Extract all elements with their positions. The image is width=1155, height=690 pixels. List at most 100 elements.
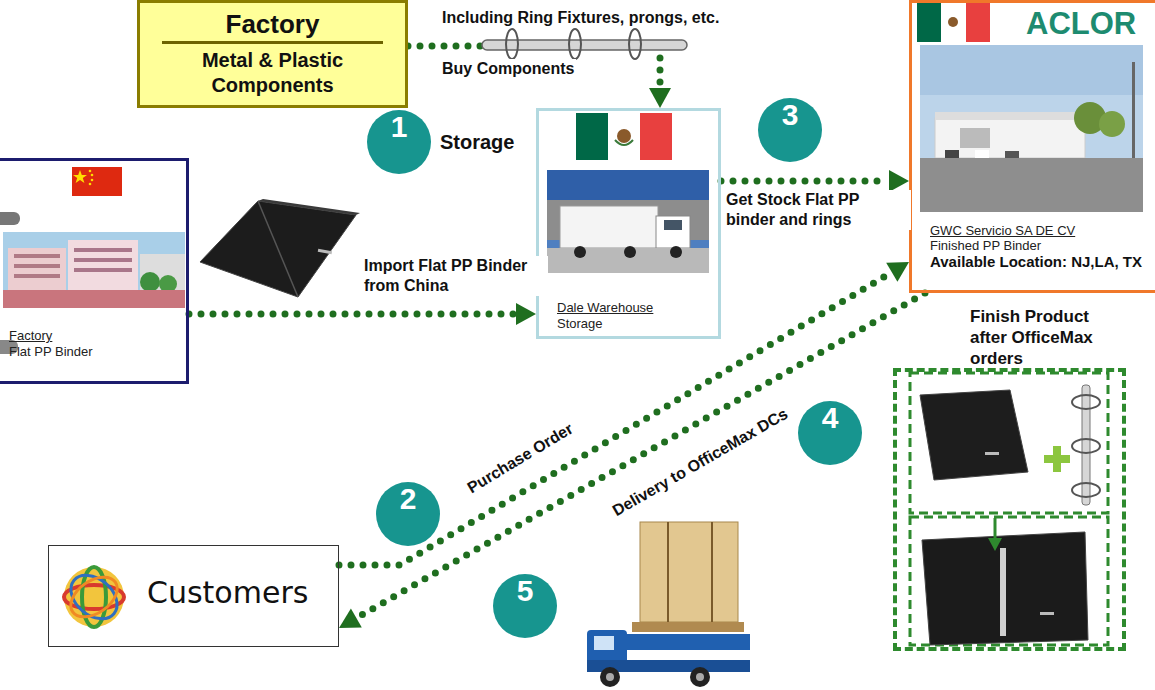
finish-illustration: [1072, 439, 1100, 453]
mexico-flag: [608, 113, 640, 160]
customers-box: Customers: [48, 545, 339, 647]
plant-photo: [935, 112, 1085, 120]
china-factory-box: FactoryFlat PP Binder: [0, 158, 189, 384]
truck-photo: [656, 216, 690, 248]
delivery-truck: [640, 522, 738, 622]
arrowhead: [516, 303, 536, 325]
flow-connector: [189, 303, 536, 325]
mexico-flag: [966, 3, 990, 42]
china-flag: [91, 174, 94, 177]
flow-connector: [339, 262, 909, 565]
factory-photo: [14, 264, 60, 268]
delivery-truck: [667, 522, 669, 622]
rubber-band-ball: [64, 569, 125, 625]
step-circle: [798, 401, 862, 465]
plant-photo: [920, 45, 1143, 212]
factory-photo: [3, 290, 185, 308]
flat-binder: [200, 201, 356, 297]
ring-fixture: [482, 29, 687, 59]
mexico-flag: [640, 113, 672, 160]
truck-photo: [624, 246, 636, 258]
plant-photo: [1005, 151, 1019, 158]
node-text: Available Location: NJ,LA, TX: [930, 253, 1142, 270]
mexico-flag: [617, 129, 631, 143]
finish-illustration: [985, 452, 999, 455]
node-text: Flat PP Binder: [9, 344, 180, 360]
step-circle: [367, 98, 862, 638]
factory-photo: [74, 258, 132, 262]
arrowhead: [649, 88, 671, 108]
china-flag: [73, 170, 87, 183]
step-circle: [367, 110, 431, 174]
china-flag: [72, 167, 122, 196]
rubber-band-ball: [63, 566, 126, 627]
finish-illustration: [988, 538, 1002, 551]
ring-fixture: [629, 29, 641, 59]
aclor-plant-box: ACLOR GWC Servicio SA DE CVFinished PP Bi…: [909, 0, 1155, 293]
truck-photo: [560, 206, 658, 248]
plant-photo: [960, 128, 990, 148]
node-text: GWC Servicio SA DE CV: [930, 223, 1148, 238]
flat-binder: [318, 249, 332, 254]
mexico-flag: [941, 3, 966, 42]
delivery-truck: [600, 667, 620, 687]
delivery-truck: [632, 622, 744, 632]
finish-panel: Finish Product after OfficeMax orders: [893, 368, 1126, 651]
flow-connector: [339, 293, 925, 628]
factory-photo: [14, 254, 60, 258]
node-text: Finished PP Binder: [930, 238, 1148, 253]
mexico-flag: [917, 3, 990, 42]
dotted-line: [339, 272, 892, 565]
finish-illustration: [1082, 385, 1090, 505]
component-note: Including Ring Fixtures, prongs, etc.: [440, 8, 721, 27]
step-circle: [758, 98, 822, 162]
dotted-line: [189, 311, 516, 318]
arrowhead: [889, 170, 909, 192]
edge-label: Import Flat PP Binder from China: [362, 256, 548, 296]
callout-number: 2: [376, 482, 440, 546]
factory-photo: [140, 254, 185, 294]
factory-photo: [74, 268, 132, 272]
callout-number: 5: [493, 574, 557, 638]
delivery-truck: [587, 522, 750, 687]
delivery-truck: [690, 667, 710, 687]
finish-illustration: [910, 517, 1108, 645]
callout-number: 1: [367, 110, 431, 174]
mexico-flag: [917, 3, 941, 42]
mexico-flag: [615, 140, 633, 145]
factory-photo: [140, 272, 160, 292]
step-caption: Storage: [438, 131, 516, 154]
truck-photo: [547, 170, 709, 200]
ring-fixture: [482, 40, 687, 50]
node-heading: Dale Warehouse: [557, 300, 712, 316]
flat-binder: [258, 201, 298, 297]
component-factory-box: FactoryMetal & Plastic Components: [137, 0, 408, 108]
delivery-truck: [594, 636, 614, 650]
mexico-flag: [576, 113, 608, 160]
flat-binder: [200, 199, 360, 297]
finish-illustration: [1072, 483, 1100, 497]
plant-photo: [920, 45, 1143, 212]
delivery-truck: [606, 673, 614, 681]
finish-illustration: [994, 518, 997, 540]
factory-photo: [8, 248, 66, 294]
flat-binder: [258, 199, 360, 215]
flow-connector: [721, 170, 909, 192]
finish-illustration: [1072, 395, 1100, 409]
factory-photo: [68, 240, 138, 294]
node-heading: Finish Product after OfficeMax orders: [970, 306, 1122, 369]
mexico-flag: [948, 17, 958, 27]
finish-illustration: [910, 373, 1108, 513]
node-text: Metal & Plastic Components: [168, 48, 378, 98]
arrowhead: [886, 262, 909, 282]
plant-photo: [935, 118, 1085, 158]
mexico-flag: [576, 113, 672, 160]
finish-illustration: [1000, 548, 1006, 636]
callout-number: 4: [798, 401, 862, 465]
ring-fixture: [506, 29, 518, 59]
delivery-truck: [711, 522, 713, 622]
factory-photo: [3, 232, 185, 308]
truck-photo: [547, 170, 709, 273]
node-heading: ACLOR: [1026, 7, 1148, 41]
